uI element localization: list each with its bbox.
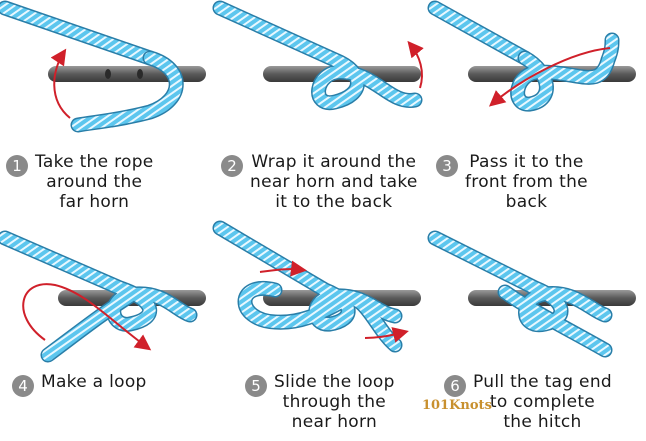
step-text: Pass it to the front from the back [465, 152, 588, 212]
step-number-badge: 5 [245, 375, 267, 397]
step-5-illustration [215, 220, 430, 370]
step-4: 4 Make a loop [0, 220, 215, 440]
step-3: 3 Pass it to the front from the back [430, 0, 645, 220]
step-text: Take the rope around the far horn [35, 152, 154, 212]
step-text: Wrap it around the near horn and take it… [250, 152, 418, 212]
step-3-caption: 3 Pass it to the front from the back [436, 152, 642, 212]
step-number-badge: 4 [12, 375, 34, 397]
step-1-illustration [0, 0, 215, 150]
step-4-illustration [0, 220, 215, 370]
step-text: Make a loop [41, 372, 147, 392]
step-3-illustration [430, 0, 645, 150]
step-1-caption: 1 Take the rope around the far horn [6, 152, 212, 212]
step-number-badge: 3 [436, 155, 458, 177]
step-6-illustration [430, 220, 645, 370]
step-text: Slide the loop through the near horn [274, 372, 395, 432]
step-1: 1 Take the rope around the far horn [0, 0, 215, 220]
step-5: 5 Slide the loop through the near horn [215, 220, 430, 440]
step-2-caption: 2 Wrap it around the near horn and take … [221, 152, 427, 212]
step-number-badge: 1 [6, 155, 28, 177]
brand-logo: 101Knots [422, 398, 492, 413]
step-number-badge: 2 [221, 155, 243, 177]
step-number-badge: 6 [444, 375, 466, 397]
step-5-caption: 5 Slide the loop through the near horn [245, 372, 451, 432]
step-2: 2 Wrap it around the near horn and take … [215, 0, 430, 220]
step-2-illustration [215, 0, 430, 150]
step-text: Pull the tag end to complete the hitch [473, 372, 612, 432]
step-4-caption: 4 Make a loop [12, 372, 218, 397]
